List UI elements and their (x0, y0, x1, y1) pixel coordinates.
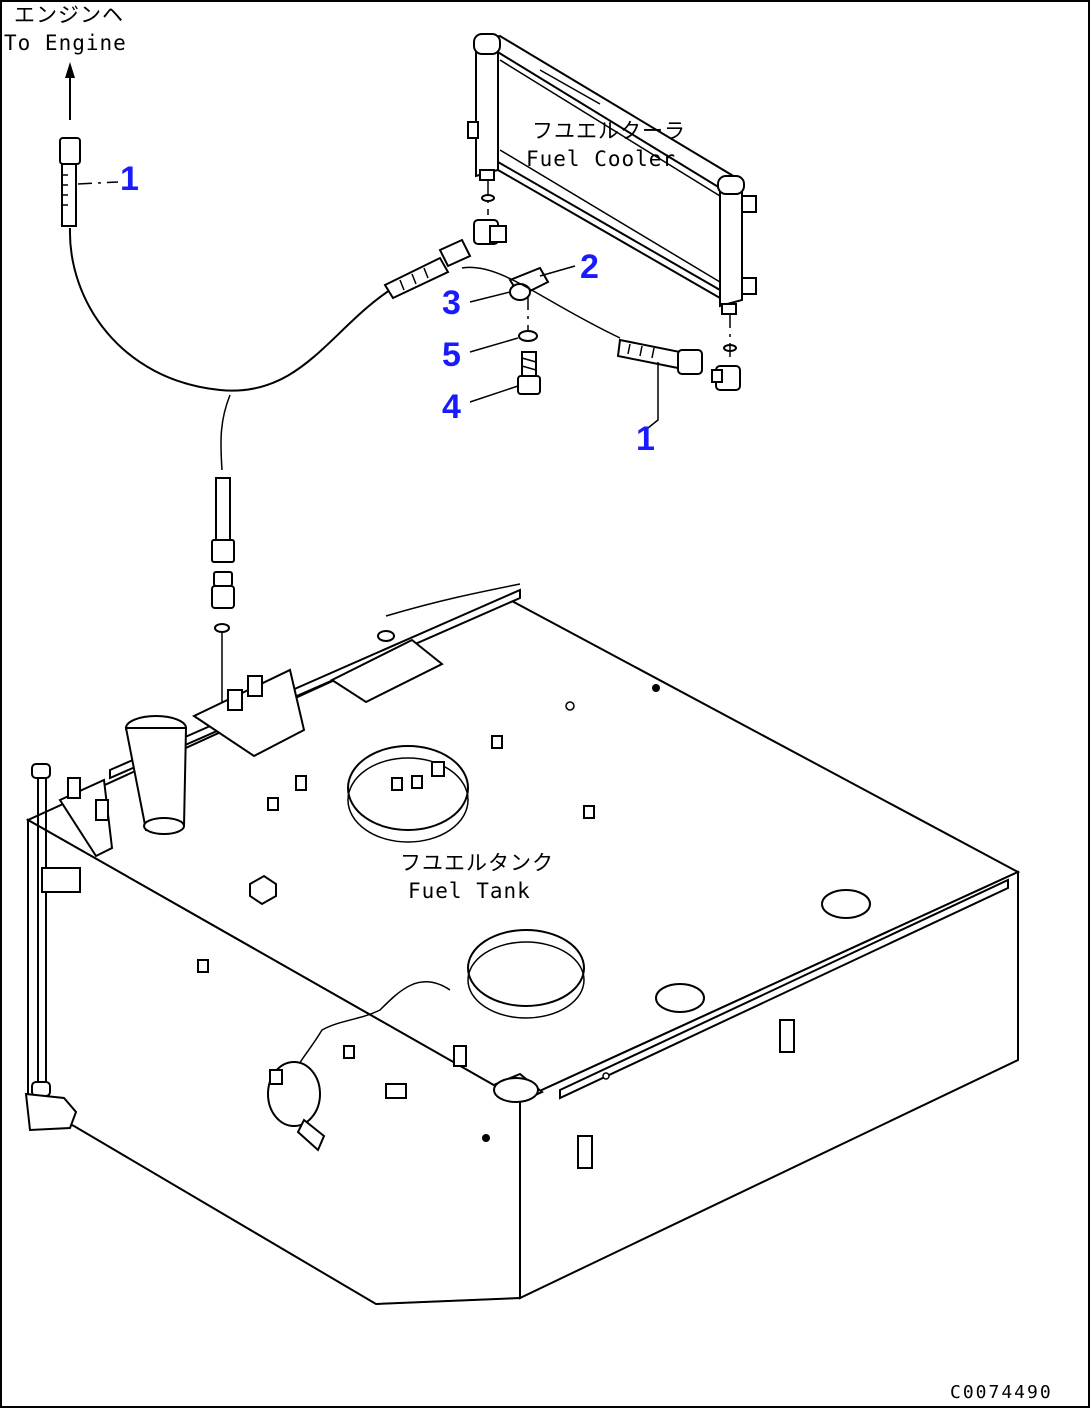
cooler-label-jp: フユエルクーラ (532, 119, 686, 143)
cooler-inlet-elbow (473, 180, 507, 245)
engine-label-en: To Engine (4, 31, 127, 55)
leader-4 (469, 385, 519, 403)
callout-1-upper: 1 (120, 160, 139, 198)
cooler-label-en: Fuel Cooler (526, 147, 676, 171)
engine-label-jp: エンジンヘ (14, 3, 124, 27)
sight-gauge-rod (24, 763, 81, 1132)
tank-bracket-left (58, 777, 114, 858)
filler-pipe (124, 715, 188, 835)
fuel-hose-main (68, 227, 391, 392)
callout-5: 5 (442, 336, 461, 374)
hose-link (461, 266, 621, 339)
sensor-wire (295, 980, 451, 1071)
tank-bracket-mid (191, 668, 306, 758)
top-rail (385, 583, 521, 617)
hose-fitting-left (383, 238, 472, 300)
level-sensor-flange (267, 1061, 326, 1152)
hose-upper-fitting (59, 137, 81, 227)
to-engine-arrow (65, 62, 75, 120)
clamp-assembly (508, 266, 550, 395)
tank-cover-upper (347, 745, 469, 843)
leader-2 (539, 265, 576, 277)
callout-1-lower: 1 (636, 420, 655, 458)
tank-studs (197, 684, 660, 1142)
fuel-cooler (467, 33, 757, 315)
figure-code: C0074490 (950, 1382, 1053, 1403)
tank-mount-bosses (385, 889, 871, 1169)
leader-1-upper (77, 181, 119, 185)
hose-lower-fitting (616, 338, 703, 375)
callout-4: 4 (442, 388, 461, 426)
tank-label-en: Fuel Tank (408, 879, 531, 903)
callout-3: 3 (442, 284, 461, 322)
tank-bracket-right (329, 630, 444, 704)
tank-label-jp: フユエルタンク (400, 851, 554, 875)
leader-3 (469, 291, 511, 303)
callout-2: 2 (580, 248, 599, 286)
fuel-hose-return (220, 394, 231, 471)
cooler-outlet-elbow (711, 314, 741, 391)
leader-5 (469, 337, 519, 353)
tank-cover-lower (467, 929, 585, 1019)
leader-1-lower (647, 362, 659, 429)
